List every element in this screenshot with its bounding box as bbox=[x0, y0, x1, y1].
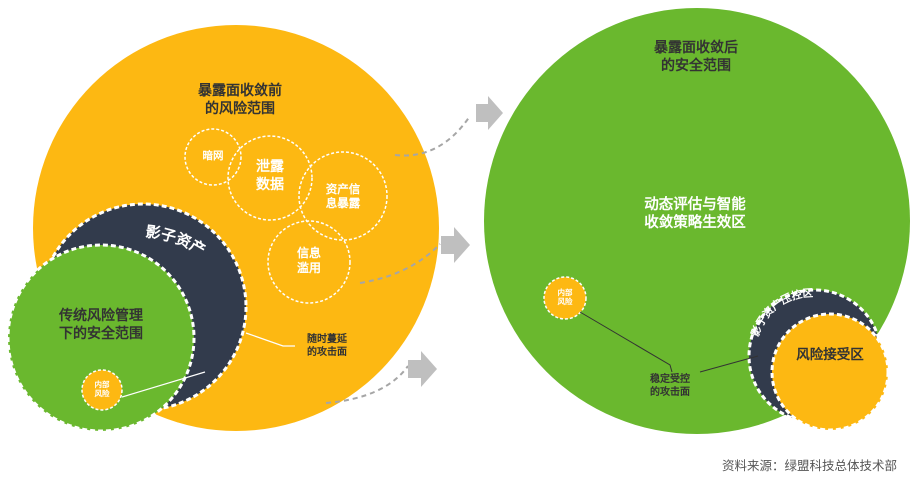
risk-accept-label: 风险接受区 bbox=[796, 347, 864, 363]
arrow-icon bbox=[408, 351, 437, 387]
abuse-node bbox=[267, 220, 351, 304]
post-convergence-title: 暴露面收敛后 的安全范围 bbox=[654, 40, 738, 74]
dynamic-zone-label: 动态评估与智能 收敛策略生效区 bbox=[644, 197, 746, 232]
arrow-icon bbox=[476, 96, 503, 130]
asset-exposure-node bbox=[298, 151, 388, 241]
arrow-icon bbox=[441, 227, 470, 263]
traditional-scope-circle bbox=[6, 243, 196, 433]
internal-risk-label-right: 内部 风险 bbox=[557, 288, 573, 307]
stable-surface-leader bbox=[699, 355, 759, 373]
internal-risk-label-left: 内部 风险 bbox=[94, 380, 110, 399]
risk-accept-circle bbox=[770, 312, 890, 432]
internal-risk-leader-left bbox=[121, 371, 206, 398]
internal-risk-node-right bbox=[543, 276, 587, 320]
internal-risk-node-left bbox=[81, 369, 123, 411]
connector-3 bbox=[325, 365, 409, 404]
abuse-label: 信息 滥用 bbox=[296, 246, 321, 275]
spreading-surface-leader bbox=[245, 332, 295, 347]
asset-exposure-label: 资产信 息暴露 bbox=[325, 182, 361, 211]
connector-2 bbox=[359, 243, 441, 284]
source-note: 资料来源：绿盟科技总体技术部 bbox=[721, 458, 897, 473]
internal-risk-leader-right bbox=[579, 311, 673, 373]
leak-label: 泄露 数据 bbox=[256, 159, 284, 193]
traditional-scope-title: 传统风险管理 下的安全范围 bbox=[59, 308, 143, 342]
darknet-label: 暗网 bbox=[202, 150, 224, 162]
spreading-surface-label: 随时蔓延 的攻击面 bbox=[307, 334, 347, 358]
leak-node bbox=[227, 135, 313, 221]
pre-convergence-title: 暴露面收敛前 的风险范围 bbox=[198, 83, 282, 117]
stable-surface-label: 稳定受控 的攻击面 bbox=[650, 374, 690, 398]
darknet-node bbox=[184, 128, 242, 186]
